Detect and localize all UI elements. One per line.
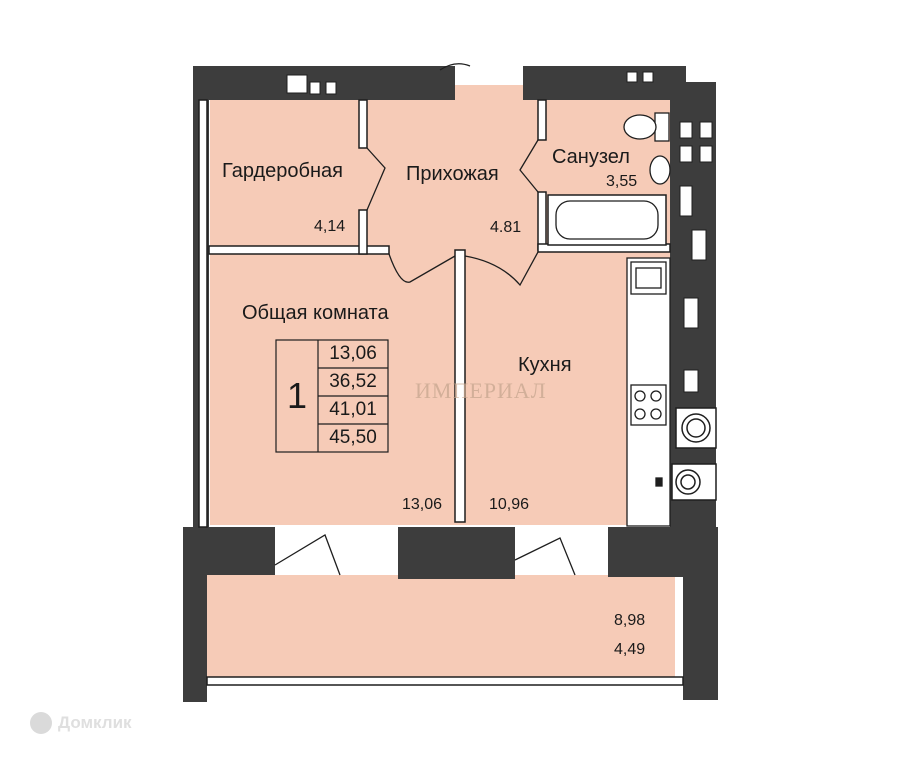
- living-area: 13,06: [402, 496, 443, 513]
- brand-watermark: Домклик: [30, 712, 132, 734]
- kitchen-name: Кухня: [518, 354, 572, 376]
- balcony-area-reduced: 4,49: [614, 641, 646, 658]
- kitchen-counter: [626, 257, 671, 527]
- toilet-sink: [623, 112, 671, 185]
- bathroom-name: Санузел: [552, 146, 630, 168]
- summary-value: 13,06: [329, 343, 377, 364]
- doors: [274, 63, 576, 576]
- vent-shafts: [679, 121, 713, 393]
- summary-value: 45,50: [329, 427, 377, 448]
- wardrobe-name: Гардеробная: [222, 160, 343, 182]
- summary-value: 36,52: [329, 371, 377, 392]
- bathroom-area: 3,55: [606, 173, 638, 190]
- apartment-summary: 1 13,06 36,52 41,01 45,50: [276, 340, 388, 452]
- balcony-floor: [205, 575, 675, 685]
- rooms-count: 1: [286, 375, 308, 416]
- summary-table: [275, 339, 389, 453]
- balcony-area-full: 8,98: [614, 612, 646, 629]
- summary-value: 41,01: [329, 399, 377, 420]
- hallway-name: Прихожая: [406, 163, 499, 185]
- hallway-area: 4.81: [490, 219, 522, 236]
- interior-walls: [208, 99, 671, 523]
- watermark: ИМПЕРИАЛ: [415, 378, 547, 403]
- bathtub: [547, 194, 667, 246]
- wardrobe-area: 4,14: [314, 218, 346, 235]
- brand-text: Домклик: [58, 713, 132, 732]
- kitchen-area: 10,96: [489, 496, 530, 513]
- domclick-logo-icon: [30, 712, 52, 734]
- living-name: Общая комната: [242, 302, 389, 324]
